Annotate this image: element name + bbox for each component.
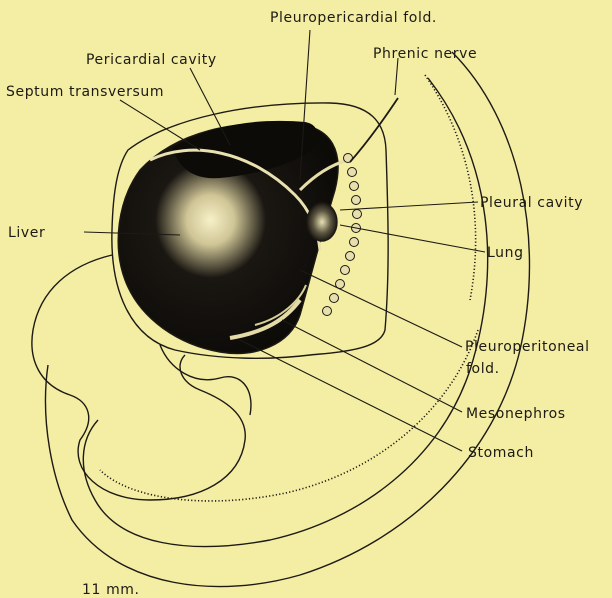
- label-lung: Lung: [487, 245, 524, 261]
- body-wall-hatching: [425, 75, 476, 300]
- label-phrenic-nerve: Phrenic nerve: [373, 46, 477, 62]
- label-septum-transversum: Septum transversum: [6, 84, 164, 100]
- label-stomach: Stomach: [468, 445, 534, 461]
- label-pleural-cavity: Pleural cavity: [480, 195, 583, 211]
- label-mesonephros: Mesonephros: [466, 406, 566, 422]
- label-pleuroperitoneal-fold-2: fold.: [466, 361, 500, 377]
- label-scale: 11 mm.: [82, 582, 140, 598]
- lung: [307, 203, 337, 241]
- label-pericardial-cavity: Pericardial cavity: [86, 52, 217, 68]
- label-pleuroperitoneal-fold: Pleuroperitoneal: [465, 339, 590, 355]
- body-wall-hatching-lower: [100, 330, 478, 501]
- label-liver: Liver: [8, 225, 45, 241]
- label-pleuropericardial-fold: Pleuropericardial fold.: [270, 10, 437, 26]
